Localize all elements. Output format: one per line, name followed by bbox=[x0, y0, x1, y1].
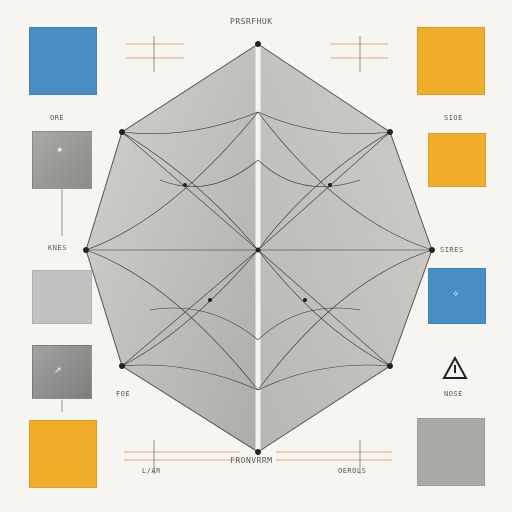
sparkle-icon: ✧ bbox=[452, 290, 460, 300]
right-top-label: SIOE bbox=[444, 114, 463, 122]
vertex-dots bbox=[83, 41, 435, 455]
swatch-orange-right-1 bbox=[417, 27, 485, 95]
swatch-blue-left bbox=[29, 27, 97, 95]
triangle-warning-icon bbox=[442, 356, 468, 379]
sparkle-icon: ↗ bbox=[54, 366, 62, 376]
octagon-left-half bbox=[85, 43, 259, 453]
swatch-gray-left-3 bbox=[32, 345, 92, 399]
bottom-label: FRONVRRM bbox=[230, 456, 273, 465]
bottom-left-label: L/AR bbox=[142, 467, 161, 475]
dimension-lines bbox=[124, 43, 392, 461]
top-label: PRSRFHUK bbox=[230, 17, 273, 26]
swatch-gray-left-1 bbox=[32, 131, 92, 189]
right-mid-label: SIRES bbox=[440, 246, 464, 254]
left-mid-label: KNES bbox=[48, 244, 67, 252]
swatch-orange-right-2 bbox=[428, 133, 486, 187]
sparkle-icon: ✶ bbox=[56, 146, 64, 156]
swatch-blue-right bbox=[428, 268, 486, 324]
left-bottom-label: FOE bbox=[116, 390, 131, 398]
bottom-right-label: OEROLS bbox=[338, 467, 367, 475]
swatch-orange-left bbox=[29, 420, 97, 488]
swatch-gray-right bbox=[417, 418, 485, 486]
left-top-label: ORE bbox=[50, 114, 65, 122]
swatch-gray-left-2 bbox=[32, 270, 92, 324]
right-bottom-label: NOSE bbox=[444, 390, 463, 398]
octagon-right-half bbox=[257, 43, 433, 453]
